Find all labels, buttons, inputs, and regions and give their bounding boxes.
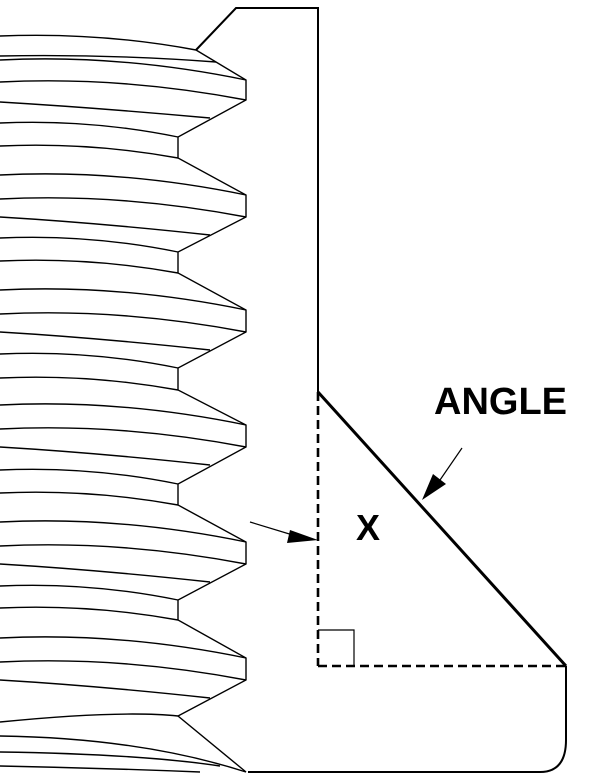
thread-profile bbox=[0, 34, 247, 773]
chamfer-line bbox=[316, 390, 568, 668]
x-label: X bbox=[356, 507, 380, 548]
part-outline bbox=[195, 7, 567, 773]
thread-root-line-1-a bbox=[0, 121, 179, 138]
thread-crest-line-3-b bbox=[0, 312, 247, 333]
thread-crest-line-1-a bbox=[0, 58, 247, 81]
thread-bottom-line-d bbox=[0, 765, 201, 773]
thread-root-line-2-b bbox=[0, 259, 179, 274]
thread-root-line-4-b bbox=[0, 491, 179, 506]
x-dimension-arrow bbox=[249, 521, 318, 543]
thread-crest-line-5-a bbox=[0, 520, 247, 543]
thread-bottom-line-a bbox=[0, 713, 179, 723]
thread-crest-line-6-b bbox=[0, 660, 247, 681]
thread-flank-line-3-a bbox=[0, 331, 211, 351]
thread-crest-line-2-b bbox=[0, 197, 247, 218]
angle-leader-arrow bbox=[422, 447, 463, 500]
thread-crest-line-4-b bbox=[0, 427, 247, 448]
thread-root-line-4-a bbox=[0, 468, 179, 485]
thread-crest-line-2-a bbox=[0, 173, 247, 196]
thread-profile-line bbox=[176, 49, 247, 773]
thread-crest-line-6-a bbox=[0, 636, 247, 659]
thread-flank-line-2-a bbox=[0, 216, 211, 236]
thread-root-line-2-a bbox=[0, 236, 179, 253]
thread-root-line-3-b bbox=[0, 376, 179, 391]
angle-label: ANGLE bbox=[434, 381, 567, 423]
thread-flank-line-4-a bbox=[0, 446, 211, 466]
thread-flank-line-5-a bbox=[0, 563, 211, 583]
thread-root-line-1-b bbox=[0, 144, 179, 159]
thread-flank-line-6-a bbox=[0, 679, 211, 699]
thread-root-line-3-a bbox=[0, 352, 179, 369]
thread-top-line-b bbox=[0, 54, 217, 63]
thread-top-line-a bbox=[0, 34, 197, 51]
thread-crest-line-1-b bbox=[0, 80, 247, 101]
thread-crest-line-3-a bbox=[0, 288, 247, 311]
thread-bottom-line-c bbox=[0, 751, 221, 767]
right-angle-marker bbox=[318, 629, 355, 666]
thread-flank-line-1-a bbox=[0, 101, 211, 119]
thread-bottom-line-b bbox=[0, 735, 247, 773]
thread-root-line-5-b bbox=[0, 606, 179, 621]
thread-root-line-5-a bbox=[0, 584, 179, 601]
thread-crest-line-5-b bbox=[0, 544, 247, 565]
thread-crest-line-4-a bbox=[0, 403, 247, 426]
